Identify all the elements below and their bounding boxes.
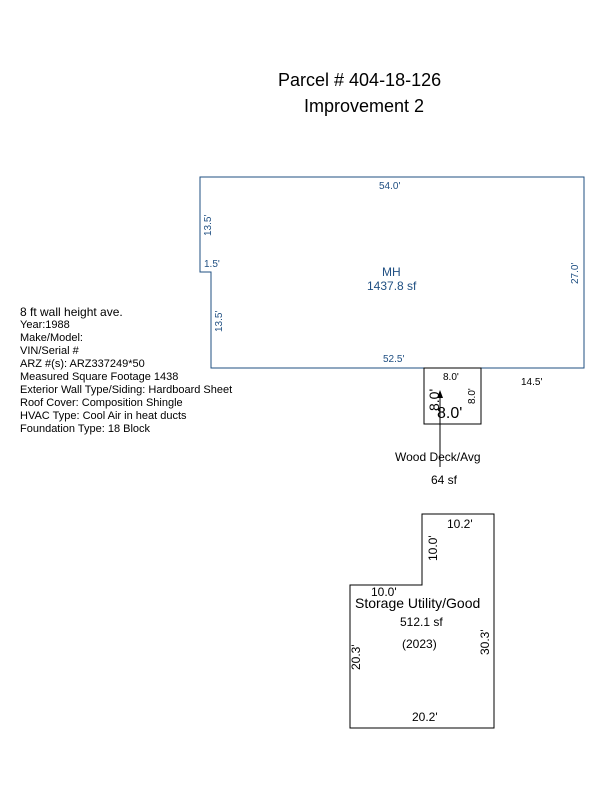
mh-label: MH bbox=[382, 265, 401, 279]
mh-dim-right: 27.0' bbox=[570, 263, 581, 284]
storage-dim-left: 20.3' bbox=[349, 644, 363, 670]
deck-area: 64 sf bbox=[431, 473, 458, 487]
storage-area: 512.1 sf bbox=[400, 615, 443, 629]
mh-dim-right-offset: 14.5' bbox=[521, 377, 542, 388]
storage-label: Storage Utility/Good bbox=[355, 595, 480, 611]
mh-dim-left-lower: 13.5' bbox=[214, 311, 225, 332]
storage-outline bbox=[349, 513, 495, 729]
parcel-title: Parcel # 404-18-126 bbox=[278, 70, 442, 90]
storage-dim-notch-horizontal: 10.0' bbox=[371, 585, 397, 599]
mh-area: 1437.8 sf bbox=[367, 279, 417, 293]
deck-label: Wood Deck/Avg bbox=[395, 450, 481, 464]
info-year: Year:1988 bbox=[20, 319, 70, 331]
info-vin: VIN/Serial # bbox=[20, 345, 79, 357]
mh-dim-top: 54.0' bbox=[379, 181, 400, 192]
deck-outline bbox=[423, 367, 482, 425]
info-block: 8 ft wall height ave. Year:1988 Make/Mod… bbox=[20, 305, 232, 436]
mh-outline bbox=[199, 176, 585, 369]
info-foundation: Foundation Type: 18 Block bbox=[20, 423, 151, 435]
info-roof: Roof Cover: Composition Shingle bbox=[20, 397, 183, 409]
info-sqft: Measured Square Footage 1438 bbox=[20, 371, 179, 383]
info-make-model: Make/Model: bbox=[20, 332, 83, 344]
storage-dim-bottom: 20.2' bbox=[412, 710, 438, 724]
deck-dim-top: 8.0' bbox=[443, 372, 459, 383]
storage-year: (2023) bbox=[402, 637, 437, 651]
info-arz: ARZ #(s): ARZ337249*50 bbox=[20, 358, 145, 370]
improvement-subtitle: Improvement 2 bbox=[304, 96, 425, 116]
mh-dim-left-upper: 13.5' bbox=[203, 215, 214, 236]
mh-dim-bottom: 52.5' bbox=[383, 354, 404, 365]
storage-dim-right: 30.3' bbox=[478, 629, 492, 655]
info-exterior: Exterior Wall Type/Siding: Hardboard She… bbox=[20, 384, 233, 396]
info-hvac: HVAC Type: Cool Air in heat ducts bbox=[20, 410, 187, 422]
deck-dim-left: 8.0' bbox=[426, 389, 442, 411]
storage-dim-top: 10.2' bbox=[447, 517, 473, 531]
deck-dim-center: 8.0' bbox=[437, 405, 462, 422]
info-wall-height: 8 ft wall height ave. bbox=[20, 305, 123, 319]
deck-pointer-arrow bbox=[437, 390, 443, 398]
deck-dim-right: 8.0' bbox=[467, 388, 478, 404]
mh-dim-step: 1.5' bbox=[204, 259, 220, 270]
storage-dim-notch-vertical: 10.0' bbox=[426, 535, 440, 561]
